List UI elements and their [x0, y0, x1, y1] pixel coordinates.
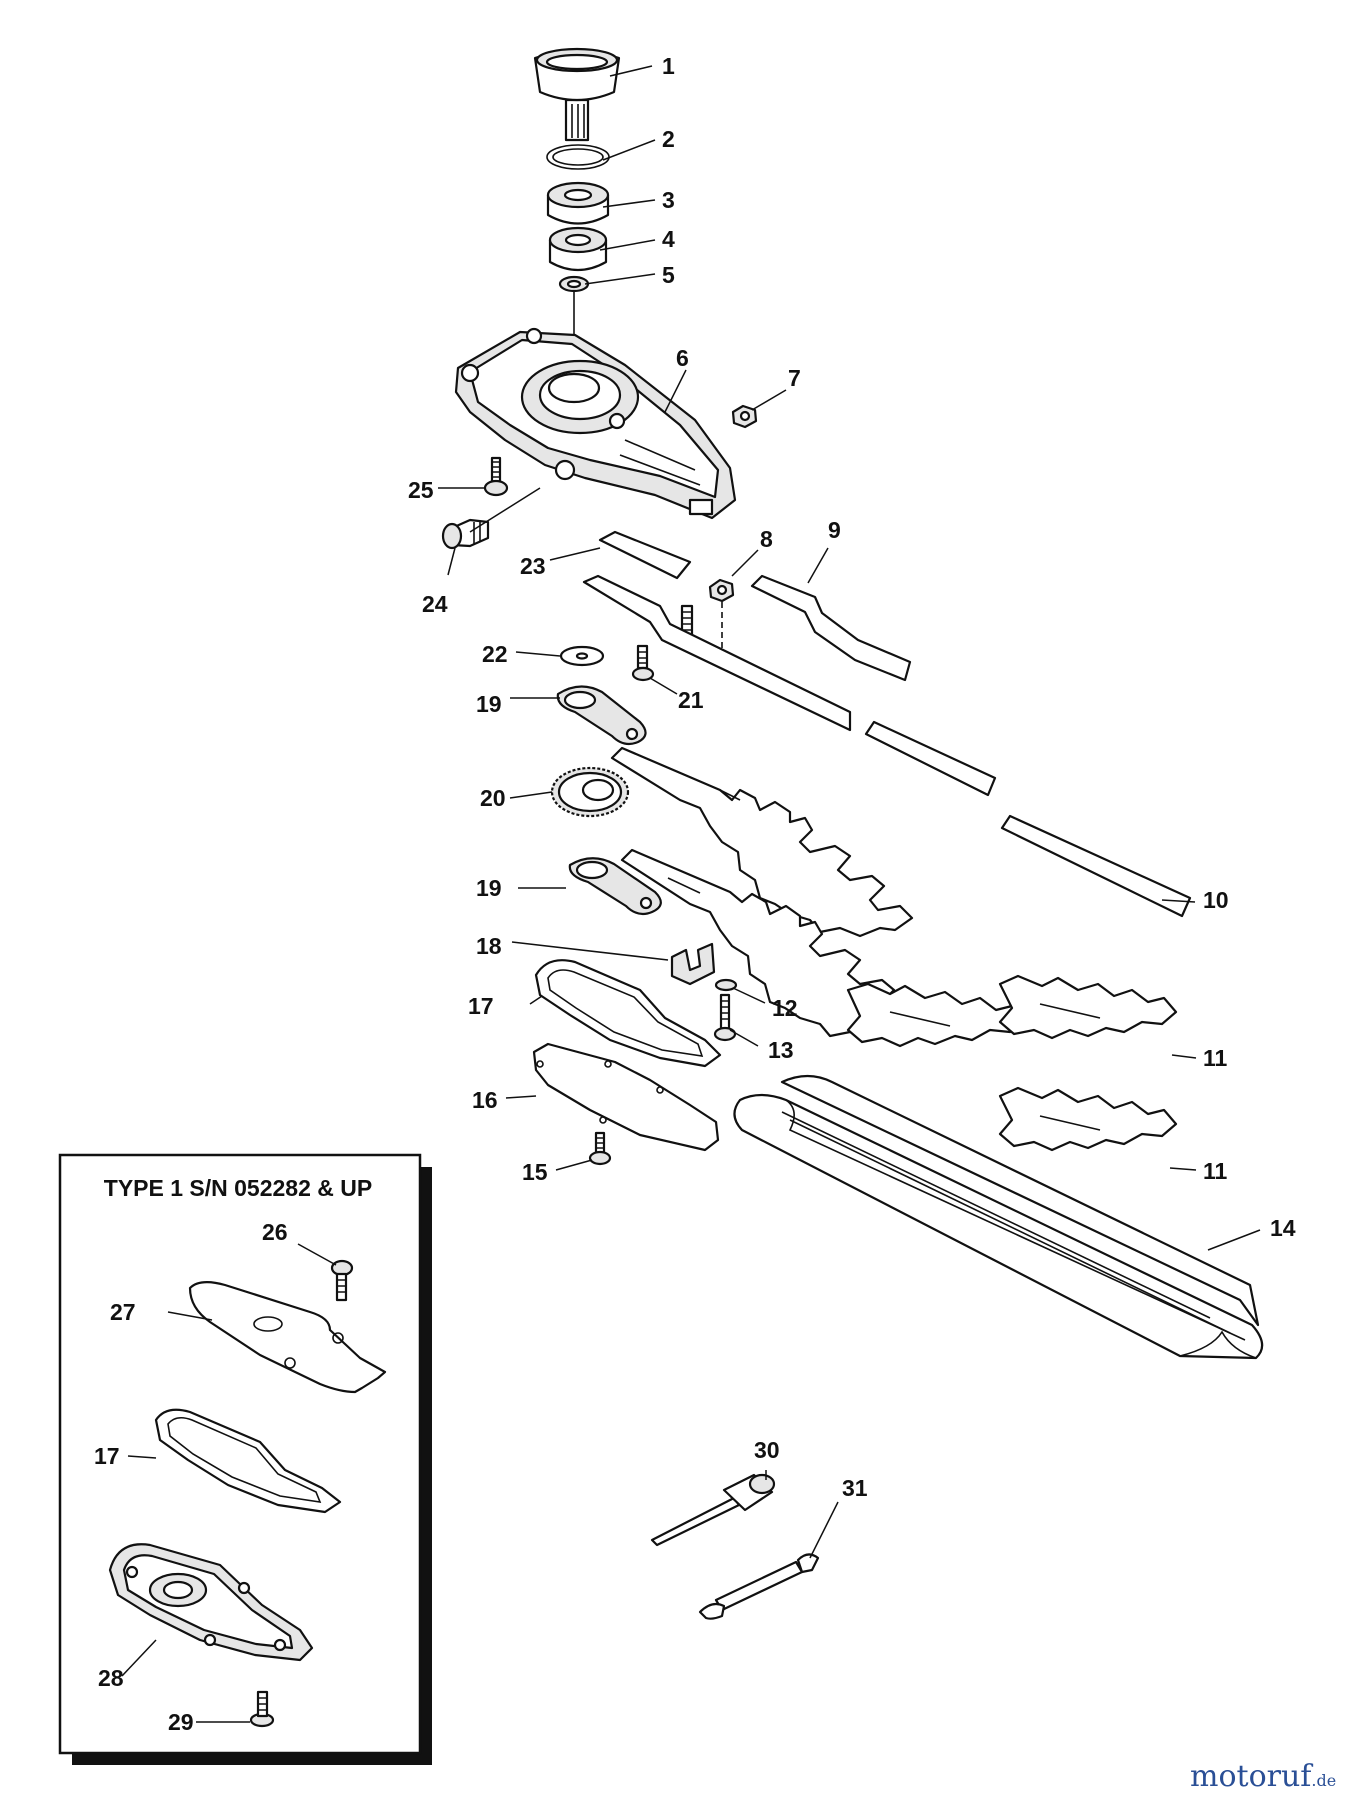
- callout-7: 7: [788, 365, 801, 391]
- leader-lines: [121, 65, 1261, 1723]
- part-clutch-drum: [533, 47, 621, 142]
- callout-13: 13: [768, 1037, 794, 1063]
- part-blade-section-b: [998, 974, 1178, 1040]
- callout-27: 27: [110, 1299, 136, 1325]
- callout-30: 30: [754, 1437, 780, 1463]
- part-plug-wrench-30: [650, 1473, 776, 1547]
- callout-18: 18: [476, 933, 502, 959]
- part-cover-28: [108, 1543, 314, 1662]
- callout-17a: 17: [468, 993, 494, 1019]
- part-bearing-lower: [548, 226, 608, 272]
- callout-20: 20: [480, 785, 506, 811]
- callout-19b: 19: [476, 875, 502, 901]
- part-gasket-17: [534, 959, 722, 1068]
- svg-text:motoruf.de: motoruf.de: [1190, 1759, 1336, 1794]
- callout-3: 3: [662, 187, 675, 213]
- callout-14: 14: [1270, 1215, 1296, 1241]
- callout-12: 12: [772, 995, 798, 1021]
- part-guide-plate-end: [1000, 814, 1192, 918]
- part-gear-20: [550, 766, 630, 818]
- watermark-tld: .de: [1311, 1771, 1336, 1790]
- callout-23: 23: [520, 553, 546, 579]
- part-guide-plate-mid: [864, 720, 997, 797]
- inset-title: TYPE 1 S/N 052282 & UP: [104, 1175, 372, 1201]
- callout-4: 4: [662, 226, 675, 252]
- part-cover-16: [532, 1042, 720, 1152]
- part-blade-upper: [610, 746, 914, 938]
- part-spanner-31: [698, 1553, 820, 1620]
- watermark-logo: motoruf.de: [1190, 1759, 1336, 1794]
- callout-26: 26: [262, 1219, 288, 1245]
- callout-2: 2: [662, 126, 675, 152]
- part-screw-15: [588, 1131, 612, 1166]
- callout-1: 1: [662, 53, 675, 79]
- part-bolt-21: [631, 644, 655, 682]
- part-bolt-25: [483, 456, 509, 497]
- callout-17b: 17: [94, 1443, 120, 1469]
- callout-11b: 11: [1203, 1158, 1228, 1184]
- callout-24: 24: [422, 591, 448, 617]
- callout-31: 31: [842, 1475, 868, 1501]
- callout-9: 9: [828, 517, 841, 543]
- part-plate-23: [598, 530, 692, 580]
- part-bolt-29: [249, 1690, 275, 1728]
- callout-10: 10: [1203, 887, 1229, 913]
- part-gear-case: [454, 327, 737, 520]
- callout-22: 22: [482, 641, 508, 667]
- inset-panel: TYPE 1 S/N 052282 & UP: [58, 1153, 432, 1765]
- part-nut-7: [731, 404, 758, 429]
- callout-15: 15: [522, 1159, 548, 1185]
- callout-19a: 19: [476, 691, 502, 717]
- callout-6: 6: [676, 345, 689, 371]
- part-blade-section-c: [998, 1086, 1178, 1152]
- callout-21: 21: [678, 687, 704, 713]
- part-crank-lower: [568, 857, 662, 916]
- callout-numbers: 1 2 3 4 5 6 7 8 9 10 11 11 12 13 14 15 1…: [94, 53, 1296, 1735]
- part-bolt-13: [713, 993, 737, 1042]
- part-snap-ring: [546, 144, 610, 170]
- callout-29: 29: [168, 1709, 194, 1735]
- part-washer: [558, 275, 590, 293]
- callout-8: 8: [760, 526, 773, 552]
- part-scabbard-14: [733, 1074, 1264, 1360]
- watermark-brand: motoruf: [1190, 1759, 1313, 1794]
- part-bar-9: [750, 574, 912, 682]
- part-guide-plate: [582, 574, 852, 732]
- part-bearing-upper: [546, 181, 610, 225]
- part-washer-22: [559, 645, 605, 667]
- callout-16: 16: [472, 1087, 498, 1113]
- callout-5: 5: [662, 262, 675, 288]
- part-gasket-17-inset: [154, 1408, 342, 1514]
- part-washer-12: [714, 978, 738, 992]
- part-crank-upper: [556, 685, 647, 746]
- callout-28: 28: [98, 1665, 124, 1691]
- part-spacer-18: [670, 942, 716, 986]
- callout-11a: 11: [1203, 1045, 1228, 1071]
- part-blade-section-a: [846, 982, 1026, 1048]
- part-bolt-26: [330, 1259, 354, 1302]
- callout-25: 25: [408, 477, 434, 503]
